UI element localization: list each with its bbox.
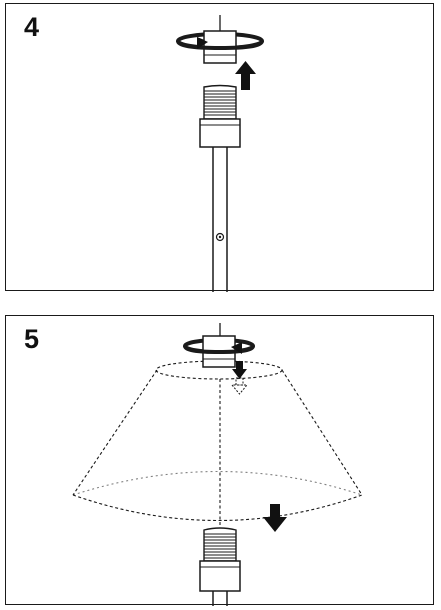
down-arrow-icon xyxy=(263,504,287,532)
down-arrow-icon xyxy=(232,361,247,379)
step-4-illustration xyxy=(176,15,264,292)
step-number: 5 xyxy=(24,324,40,354)
step-5-illustration xyxy=(72,323,363,606)
lampshade-outline xyxy=(72,360,363,528)
pole xyxy=(212,147,228,292)
socket xyxy=(199,118,241,148)
step-5-panel: 5 xyxy=(5,315,434,606)
threaded-tube xyxy=(203,84,237,120)
socket xyxy=(199,560,241,592)
rotate-arrow-head xyxy=(231,342,242,354)
threaded-tube xyxy=(203,527,237,562)
dashed-down-arrow-icon xyxy=(230,377,249,395)
up-arrow-icon xyxy=(235,61,256,90)
step-number: 4 xyxy=(24,12,40,42)
step-4-panel: 4 xyxy=(5,3,434,292)
